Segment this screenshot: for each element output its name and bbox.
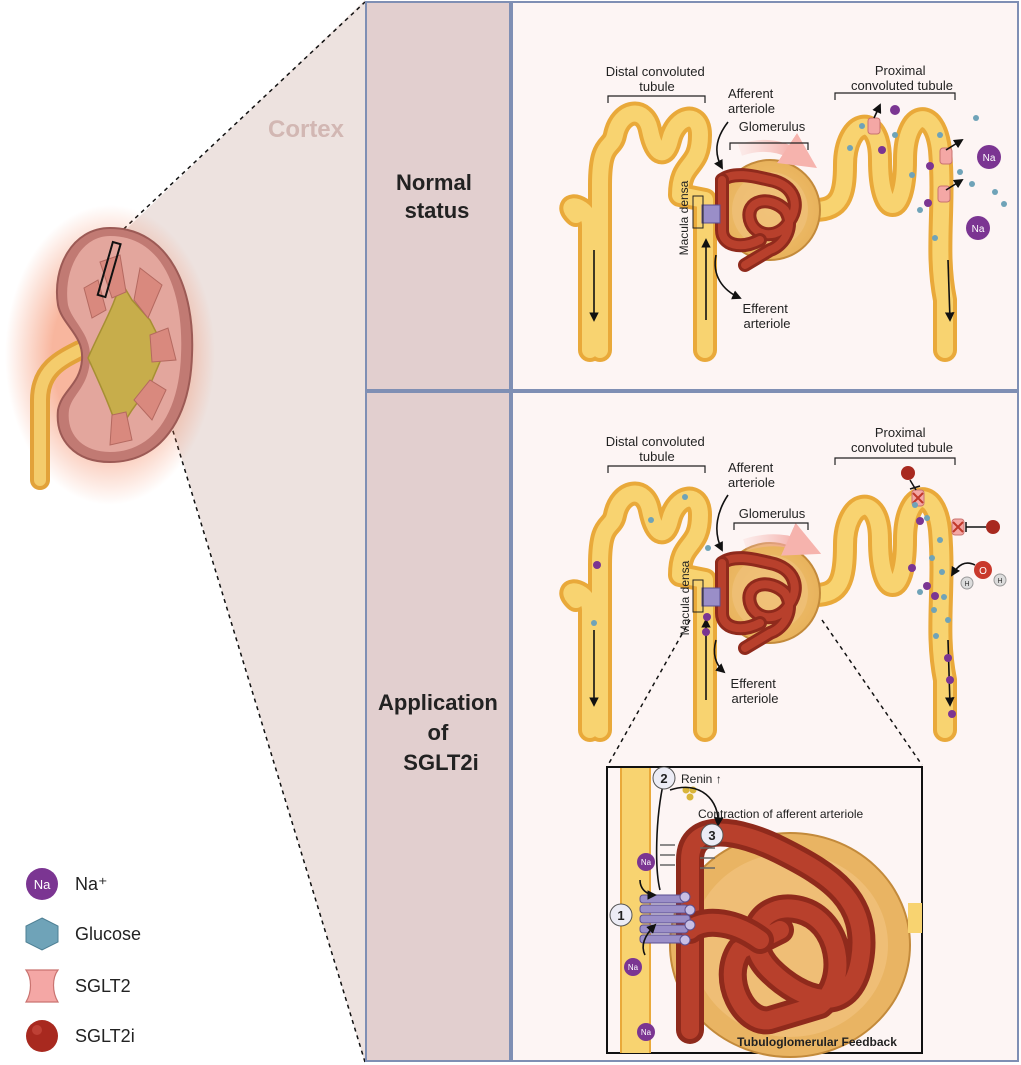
macula-densa-normal [701,204,721,224]
efferent-arrow-normal [714,254,742,300]
zoom-funnel [115,0,365,1062]
normal-nephron: Na Na [559,92,1007,362]
renin-label: Renin ↑ [681,772,722,786]
afferent-arrow-sglt2i [714,494,729,552]
label-macula-densa-sglt2i: Macula densa [678,560,692,635]
step-3-circle [700,823,724,847]
label-afferent-sglt2i: Afferent arteriole [728,460,777,490]
macula-densa-cells [639,891,696,946]
step-3-label: 3 [708,828,715,843]
svg-text:Na: Na [983,153,996,164]
legend-item-glucose: Glucose [25,917,141,951]
inset-zoom-line-left [607,619,691,766]
zoom-funnel-upper-edge [111,1,366,241]
label-glomerulus-sglt2i: Glomerulus [739,506,806,521]
afferent-arrow-normal [714,121,729,170]
label-proximal-sglt2i: Proximal convoluted tubule [851,425,953,455]
tgf-title: Tubuloglomerular Feedback [737,1035,897,1049]
tgf-arrows [639,779,724,956]
glucose-molecules-sglt2i [591,494,951,639]
sglt2i-nephron: O H H [559,457,1007,742]
step-1-circle [609,903,633,927]
label-afferent-normal: Afferent arteriole [728,86,777,116]
label-distal-normal: Distal convoluted tubule [606,64,709,94]
transport-arrows-normal [872,103,964,191]
svg-text:Na⁺: Na⁺ [75,874,108,894]
tgf-inset: Na Na Na [606,766,923,1058]
step-2-circle [652,766,676,790]
label-efferent-sglt2i: Efferent arteriole [731,676,780,706]
step-1-label: 1 [617,908,624,923]
cortex-label: Cortex [268,116,345,143]
svg-text:Na: Na [972,224,985,235]
label-proximal-normal: Proximal convoluted tubule [851,63,953,93]
svg-text:H: H [964,581,969,588]
row-label-normal-bg [365,1,511,391]
filtration-flow-arrow-normal [738,133,817,168]
sodium-ions-sglt2i [593,517,956,718]
svg-text:Na: Na [641,858,652,867]
glucose-molecules-normal [847,115,1007,241]
macula-densa-sglt2i [701,587,721,607]
tgf-sodium-ions [624,853,655,1041]
row-label-sglt2i: Application of SGLT2i [378,690,504,775]
label-efferent-normal: Efferent arteriole [743,301,792,331]
glomerulus-capillaries-sglt2i [715,551,802,655]
svg-text:Na: Na [34,877,51,892]
step-2-label: 2 [660,771,667,786]
label-distal-sglt2i: Distal convoluted tubule [606,434,709,464]
svg-text:Glucose: Glucose [75,924,141,944]
filtration-flow-arrow-sglt2i [743,522,822,556]
label-glomerulus-normal: Glomerulus [739,119,806,134]
svg-text:SGLT2: SGLT2 [75,976,131,996]
efferent-arrow-sglt2i [713,639,726,674]
svg-text:SGLT2i: SGLT2i [75,1026,135,1046]
row-label-normal: Normal status [396,170,478,223]
sglt2-transporters-normal [867,117,953,203]
legend-item-sodium: Na Na⁺ [26,868,108,900]
svg-text:O: O [979,566,987,577]
kidney-illustration [5,205,215,505]
row-label-sglt2i-bg [365,391,511,1062]
water-molecule: O H H [951,561,1007,590]
label-macula-densa-normal: Macula densa [677,180,691,255]
contraction-marks [660,844,715,869]
sglt2i-inhibitors [901,466,1000,534]
svg-text:Na: Na [628,963,639,972]
legend-item-sglt2: SGLT2 [24,969,131,1003]
sodium-ions-normal [878,105,1001,240]
contraction-label: Contraction of afferent arteriole [698,807,864,821]
svg-text:Na: Na [641,1028,652,1037]
glomerulus-capillaries-normal [715,168,802,272]
inset-zoom-line-right [821,619,923,766]
legend-item-sglt2i: SGLT2i [26,1020,135,1052]
svg-text:H: H [997,578,1002,585]
legend: Na Na⁺ Glucose SGLT2 SGLT2i [24,868,141,1052]
